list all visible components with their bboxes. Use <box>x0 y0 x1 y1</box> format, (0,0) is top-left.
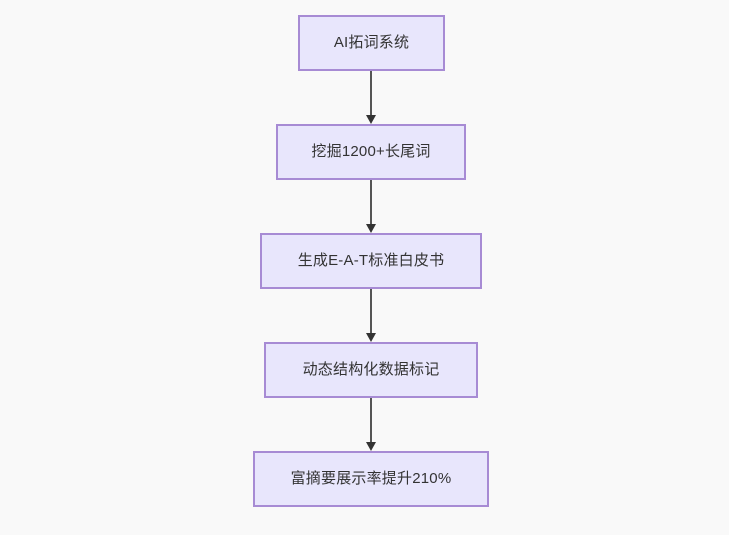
flowchart-node-1[interactable]: AI拓词系统 <box>298 15 445 71</box>
flowchart-node-4-label: 动态结构化数据标记 <box>302 361 440 378</box>
arrow-down-icon <box>366 224 376 233</box>
flowchart-node-5-label: 富摘要展示率提升210% <box>290 470 452 487</box>
flowchart-node-1-label: AI拓词系统 <box>333 34 410 51</box>
arrow-down-icon <box>366 115 376 124</box>
flowchart-edge-4-to-5 <box>364 398 378 451</box>
flowchart-edge-3-to-4 <box>364 289 378 342</box>
flowchart-node-4[interactable]: 动态结构化数据标记 <box>264 342 478 398</box>
arrow-down-icon <box>366 442 376 451</box>
edge-line <box>370 71 372 116</box>
flowchart-node-2-label: 挖掘1200+长尾词 <box>311 143 431 160</box>
flowchart-node-3-label: 生成E-A-T标准白皮书 <box>297 252 445 269</box>
flowchart-node-2[interactable]: 挖掘1200+长尾词 <box>276 124 466 180</box>
flowchart-node-5[interactable]: 富摘要展示率提升210% <box>253 451 489 507</box>
flowchart-edge-1-to-2 <box>364 71 378 124</box>
flowchart-edge-2-to-3 <box>364 180 378 233</box>
flowchart-node-3[interactable]: 生成E-A-T标准白皮书 <box>260 233 482 289</box>
edge-line <box>370 398 372 443</box>
arrow-down-icon <box>366 333 376 342</box>
edge-line <box>370 289 372 334</box>
edge-line <box>370 180 372 225</box>
